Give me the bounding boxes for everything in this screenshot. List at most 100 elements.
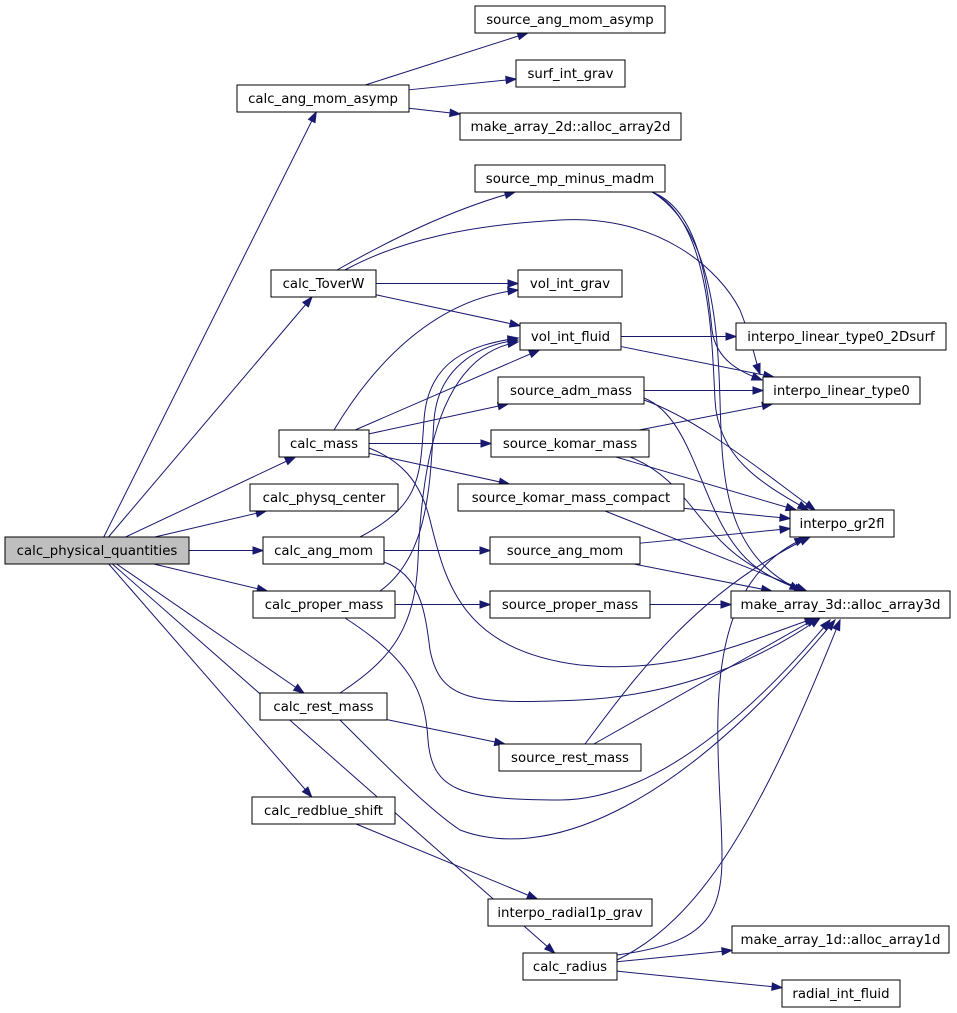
edge-arrowhead — [516, 32, 530, 41]
node-source-komar-mass-compact[interactable]: source_komar_mass_compact — [457, 483, 685, 512]
edge-arrowhead — [506, 339, 520, 348]
edge-line — [379, 339, 519, 592]
edge-line — [153, 563, 268, 592]
node-box[interactable] — [519, 322, 622, 351]
node-calc-ToverW[interactable]: calc_ToverW — [270, 269, 377, 298]
node-alloc-array3d[interactable]: make_array_3d::alloc_array3d — [730, 590, 951, 619]
node-interpo-linear-type0-2Dsurf[interactable]: interpo_linear_type0_2Dsurf — [735, 322, 947, 351]
edge-arrowhead — [252, 546, 265, 555]
node-label: surf_int_grav — [527, 67, 613, 82]
edge-arrowhead — [307, 110, 317, 124]
node-calc-rest-mass[interactable]: calc_rest_mass — [259, 692, 388, 721]
node-box[interactable] — [474, 5, 666, 34]
node-box[interactable] — [236, 84, 410, 113]
node-label: vol_int_fluid — [531, 330, 610, 345]
node-surf-int-grav[interactable]: surf_int_grav — [515, 59, 626, 88]
node-interpo-linear-type0[interactable]: interpo_linear_type0 — [762, 376, 921, 405]
node-box[interactable] — [278, 429, 370, 458]
node-vol-int-fluid[interactable]: vol_int_fluid — [519, 322, 622, 351]
node-interpo-gr2fl[interactable]: interpo_gr2fl — [789, 509, 895, 538]
node-label: radial_int_fluid — [792, 987, 889, 1002]
edge-arrowhead — [752, 386, 765, 395]
edge-source_rest_mass-to-interpo_gr2fl — [584, 536, 812, 745]
edge-line — [383, 561, 821, 702]
edge-line — [368, 403, 509, 435]
edge-line — [368, 452, 510, 485]
edge-line — [116, 563, 305, 694]
node-box[interactable] — [459, 112, 682, 141]
node-source-ang-mom-asymp[interactable]: source_ang_mom_asymp — [474, 5, 666, 34]
edge-line — [639, 528, 791, 544]
node-source-ang-mom[interactable]: source_ang_mom — [489, 536, 641, 565]
edge-calc_physical_quantities-to-calc_rest_mass — [116, 563, 306, 694]
edge-line — [103, 111, 317, 538]
node-source-adm-mass[interactable]: source_adm_mass — [497, 376, 645, 405]
node-calc-physq-center[interactable]: calc_physq_center — [249, 483, 399, 512]
edge-calc_mass-to-source_adm_mass — [368, 401, 510, 435]
node-box[interactable] — [781, 979, 901, 1008]
node-label: source_adm_mass — [510, 384, 632, 399]
node-box[interactable] — [487, 898, 653, 927]
node-box[interactable] — [457, 483, 685, 512]
edge-line — [616, 970, 783, 989]
node-calc-physical-quantities: calc_physical_quantities — [4, 536, 190, 565]
node-label: source_ang_mom_asymp — [486, 13, 654, 28]
node-source-mp-minus-madm[interactable]: source_mp_minus_madm — [474, 164, 666, 193]
edge-source_adm_mass-to-interpo_gr2fl — [643, 399, 817, 511]
node-calc-redblue-shift[interactable]: calc_redblue_shift — [251, 796, 396, 825]
node-box[interactable] — [251, 796, 396, 825]
edge-source_ang_mom-to-interpo_gr2fl — [639, 525, 792, 544]
edge-calc_mass-to-vol_int_grav — [333, 286, 520, 431]
node-box[interactable] — [515, 59, 626, 88]
edge-line — [615, 456, 797, 511]
node-box[interactable] — [517, 269, 623, 298]
node-source-rest-mass[interactable]: source_rest_mass — [498, 743, 642, 772]
node-box[interactable] — [498, 743, 642, 772]
node-calc-ang-mom-asymp[interactable]: calc_ang_mom_asymp — [236, 84, 410, 113]
node-box[interactable] — [259, 692, 388, 721]
node-box[interactable] — [489, 536, 641, 565]
edge-arrowhead — [505, 75, 518, 85]
node-box[interactable] — [789, 509, 895, 538]
node-box[interactable] — [731, 925, 950, 954]
node-alloc-array2d[interactable]: make_array_2d::alloc_array2d — [459, 112, 682, 141]
node-source-proper-mass[interactable]: source_proper_mass — [489, 590, 651, 619]
node-calc-proper-mass[interactable]: calc_proper_mass — [252, 590, 396, 619]
edge-calc_physical_quantities-to-calc_ang_mom_asymp — [103, 110, 317, 538]
edge-line — [125, 456, 296, 538]
node-box[interactable] — [489, 590, 651, 619]
node-box[interactable] — [522, 952, 618, 981]
edge-arrowhead — [798, 536, 812, 546]
node-radial-int-fluid[interactable]: radial_int_fluid — [781, 979, 901, 1008]
node-box[interactable] — [762, 376, 921, 405]
node-box[interactable] — [730, 590, 951, 619]
node-alloc-array1d[interactable]: make_array_1d::alloc_array1d — [731, 925, 950, 954]
node-box[interactable] — [490, 429, 650, 458]
node-calc-radius[interactable]: calc_radius — [522, 952, 618, 981]
edge-line — [355, 823, 538, 900]
node-box[interactable] — [497, 376, 645, 405]
node-label: calc_rest_mass — [273, 700, 373, 715]
edge-line — [616, 949, 733, 963]
node-vol-int-grav[interactable]: vol_int_grav — [517, 269, 623, 298]
edge-line — [643, 399, 816, 511]
node-box[interactable] — [474, 164, 666, 193]
node-interpo-radial1p-grav[interactable]: interpo_radial1p_grav — [487, 898, 653, 927]
node-box[interactable] — [270, 269, 377, 298]
call-graph-edges — [103, 32, 841, 991]
edge-calc_redblue_shift-to-interpo_radial1p_grav — [355, 823, 539, 900]
node-source-komar-mass[interactable]: source_komar_mass — [490, 429, 650, 458]
edge-arrowhead — [479, 600, 492, 609]
edge-vol_int_fluid-to-interpo_linear_type0 — [620, 346, 776, 380]
node-box[interactable] — [735, 322, 947, 351]
node-label: source_proper_mass — [502, 598, 638, 613]
edge-calc_ang_mom_asymp-to-source_ang_mom_asymp — [365, 32, 530, 86]
node-box[interactable] — [249, 483, 399, 512]
node-calc-ang-mom[interactable]: calc_ang_mom — [262, 536, 385, 565]
edge-calc_radius-to-alloc_array1d — [616, 947, 734, 963]
node-box[interactable] — [262, 536, 385, 565]
node-calc-mass[interactable]: calc_mass — [278, 429, 370, 458]
node-box[interactable] — [252, 590, 396, 619]
edge-line — [584, 536, 811, 745]
